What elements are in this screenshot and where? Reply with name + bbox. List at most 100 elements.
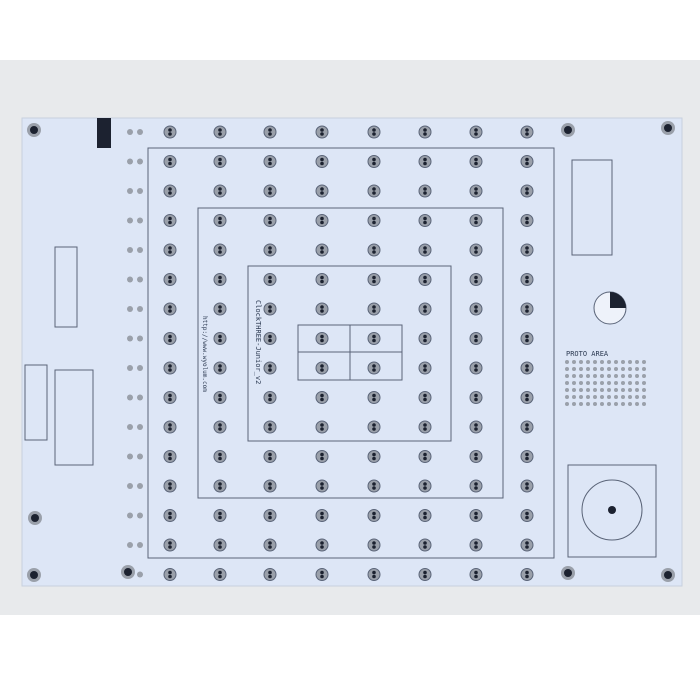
proto-pad bbox=[586, 360, 590, 364]
led-pad bbox=[263, 420, 277, 434]
led-pad bbox=[520, 361, 534, 375]
led-pad bbox=[367, 302, 381, 316]
led-pad bbox=[315, 479, 329, 493]
led-pad bbox=[418, 155, 432, 168]
led-pad bbox=[315, 302, 329, 316]
proto-pad bbox=[565, 388, 569, 392]
led-pad bbox=[469, 302, 483, 316]
proto-pad bbox=[642, 402, 646, 406]
proto-pad bbox=[635, 388, 639, 392]
proto-pad bbox=[642, 388, 646, 392]
header-pad bbox=[127, 512, 133, 519]
led-pad bbox=[213, 273, 227, 286]
led-pad bbox=[520, 479, 534, 493]
led-pad bbox=[213, 214, 227, 227]
led-pad bbox=[163, 538, 177, 552]
led-pad bbox=[315, 125, 329, 139]
socket-outline bbox=[571, 159, 613, 256]
header-pad bbox=[127, 335, 133, 342]
proto-pad bbox=[586, 402, 590, 406]
proto-pad bbox=[593, 374, 597, 378]
header-pad bbox=[137, 453, 143, 460]
led-pad bbox=[469, 125, 483, 139]
proto-pad bbox=[593, 395, 597, 399]
led-pad bbox=[263, 391, 277, 404]
led-pad bbox=[213, 420, 227, 434]
led-pad bbox=[163, 479, 177, 493]
mounting-holes bbox=[27, 121, 675, 582]
proto-pad bbox=[607, 374, 611, 378]
proto-pad bbox=[614, 395, 618, 399]
header-pad bbox=[127, 394, 133, 401]
header-pad bbox=[127, 306, 133, 312]
chip-outline-2 bbox=[54, 246, 78, 328]
proto-pad bbox=[607, 395, 611, 399]
led-pad bbox=[520, 243, 534, 257]
header-pad bbox=[137, 217, 143, 224]
proto-area-label: PROTO AREA bbox=[566, 350, 609, 358]
led-pad bbox=[520, 450, 534, 463]
led-pad bbox=[367, 420, 381, 434]
proto-pad bbox=[614, 374, 618, 378]
led-pad bbox=[163, 391, 177, 404]
led-pad bbox=[418, 361, 432, 375]
proto-pad bbox=[565, 367, 569, 371]
proto-pad bbox=[593, 367, 597, 371]
led-pad bbox=[418, 243, 432, 257]
led-pad bbox=[315, 273, 329, 286]
led-pad bbox=[367, 125, 381, 139]
proto-pad bbox=[600, 388, 604, 392]
led-pad bbox=[213, 155, 227, 168]
proto-pad bbox=[642, 367, 646, 371]
led-pad bbox=[520, 184, 534, 198]
led-pad bbox=[469, 273, 483, 286]
led-pad bbox=[163, 273, 177, 286]
led-pad bbox=[315, 361, 329, 375]
header-pad bbox=[127, 129, 133, 135]
proto-pad bbox=[572, 388, 576, 392]
header-pad bbox=[137, 129, 143, 135]
led-pad bbox=[367, 568, 381, 581]
led-pad bbox=[469, 538, 483, 552]
led-pad bbox=[367, 479, 381, 493]
proto-pad bbox=[600, 381, 604, 385]
led-pad bbox=[163, 214, 177, 227]
proto-pad bbox=[635, 367, 639, 371]
header-pad bbox=[137, 571, 143, 578]
led-pad bbox=[263, 450, 277, 463]
proto-pad bbox=[607, 402, 611, 406]
header-pad bbox=[137, 424, 143, 430]
led-pad bbox=[213, 361, 227, 375]
led-pad bbox=[263, 361, 277, 375]
led-pad bbox=[315, 184, 329, 198]
led-pad bbox=[213, 538, 227, 552]
header-pad bbox=[127, 188, 133, 194]
led-pad bbox=[418, 391, 432, 404]
proto-pad bbox=[635, 402, 639, 406]
led-pad bbox=[263, 538, 277, 552]
proto-pad bbox=[600, 360, 604, 364]
led-pad bbox=[418, 273, 432, 286]
led-pad bbox=[469, 243, 483, 257]
led-pad bbox=[315, 243, 329, 257]
proto-pad bbox=[572, 402, 576, 406]
led-pad bbox=[315, 155, 329, 168]
proto-pad bbox=[614, 360, 618, 364]
proto-pad bbox=[628, 381, 632, 385]
led-pad bbox=[367, 214, 381, 227]
proto-pad bbox=[579, 381, 583, 385]
proto-pad bbox=[586, 381, 590, 385]
header-pad bbox=[137, 512, 143, 519]
led-pad bbox=[263, 302, 277, 316]
led-pad bbox=[213, 184, 227, 198]
proto-pad bbox=[565, 395, 569, 399]
led-pad bbox=[469, 568, 483, 581]
header-pad bbox=[137, 335, 143, 342]
proto-pad bbox=[621, 374, 625, 378]
proto-pad bbox=[579, 395, 583, 399]
led-pad bbox=[213, 243, 227, 257]
led-pad bbox=[367, 184, 381, 198]
header-pad bbox=[137, 365, 143, 371]
proto-pad bbox=[600, 367, 604, 371]
led-pad bbox=[469, 184, 483, 198]
